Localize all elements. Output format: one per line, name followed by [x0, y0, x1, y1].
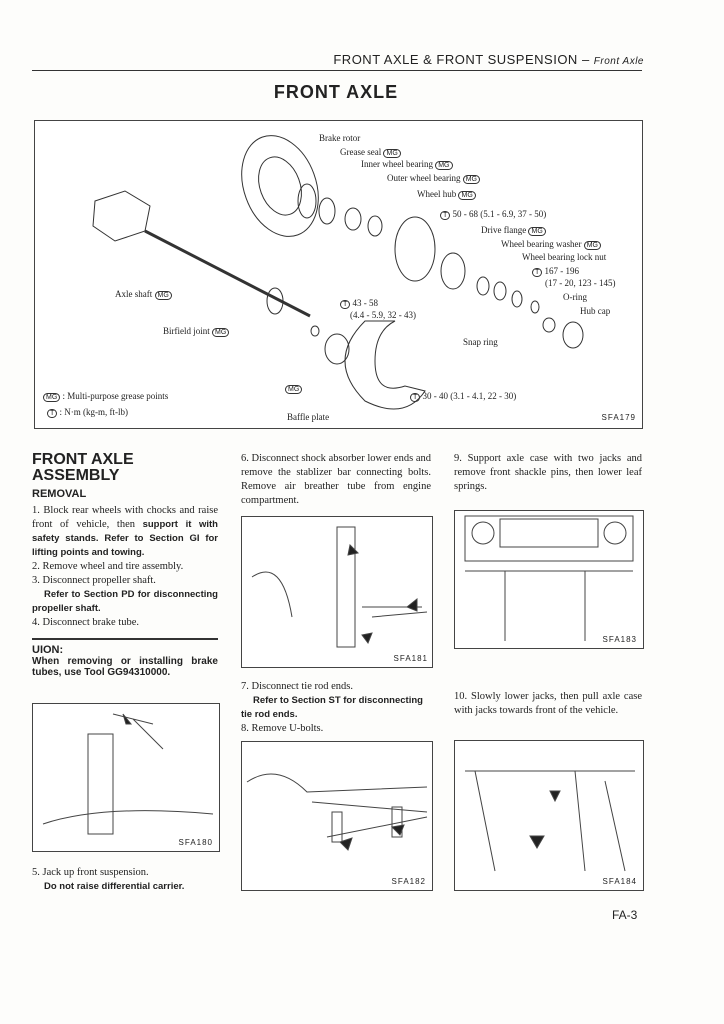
section-heading: FRONT AXLE ASSEMBLY [32, 451, 134, 484]
torque-icon: T [440, 211, 451, 220]
mg-icon: MG [383, 149, 401, 158]
mg-icon: MG [435, 161, 453, 170]
label-wheel-hub: Wheel hub MG [417, 189, 476, 200]
step-5-note: Do not raise differential carrier. [44, 881, 185, 892]
figure-sfa183: SFA183 [454, 510, 644, 649]
step-7-note: Refer to Section ST for disconnecting ti… [241, 695, 423, 720]
label-torque-baffle: T 30 - 40 (3.1 - 4.1, 22 - 30) [410, 391, 516, 402]
label-grease-seal: Grease seal MG [340, 147, 401, 158]
step-1: 1. Block rear wheels with chocks and rai… [32, 505, 218, 558]
figure-code: SFA179 [601, 413, 636, 422]
subsection-heading: REMOVAL [32, 488, 87, 500]
label-torque-flange: T 43 - 58 [340, 298, 378, 309]
caution-title: UION: [32, 644, 64, 656]
legend-mg: MG : Multi-purpose grease points [43, 391, 168, 402]
figure-code: SFA184 [602, 877, 637, 886]
label-birfield-joint: Birfield joint MG [163, 326, 230, 337]
step-3-note: Refer to Section PD for disconnecting pr… [32, 589, 218, 614]
page-number: FA-3 [612, 908, 638, 922]
figure-drawing [465, 770, 635, 872]
mg-icon: MG [462, 175, 480, 184]
torque-icon: T [47, 409, 58, 418]
label-torque-lock-nut-units: (17 - 20, 123 - 145) [545, 278, 616, 288]
figure-drawing [464, 515, 634, 641]
step-10: 10. Slowly lower jacks, then pull axle c… [454, 691, 642, 716]
mg-icon: MG [212, 328, 230, 337]
header-subsection: Front Axle [593, 56, 644, 67]
step-5: 5. Jack up front suspension. Do not rais… [32, 866, 218, 894]
step-8: 8. Remove U-bolts. [241, 723, 324, 734]
torque-icon: T [532, 268, 543, 277]
figure-code: SFA180 [178, 838, 213, 847]
figure-drawing [251, 526, 428, 648]
caution-box: UION: When removing or installing brake … [32, 638, 218, 678]
caution-text: When removing or installing brake tubes,… [32, 656, 218, 678]
torque-icon: T [410, 393, 421, 402]
page-title: FRONT AXLE [273, 82, 399, 102]
step-2: 2. Remove wheel and tire assembly. [32, 561, 184, 572]
figure-drawing [246, 773, 428, 851]
mg-icon: MG [285, 385, 303, 394]
figure-sfa180: SFA180 [32, 703, 220, 852]
label-hub-cap: Hub cap [580, 306, 611, 316]
label-o-ring: O-ring [563, 292, 587, 302]
step-6: 6. Disconnect shock absorber lower ends … [241, 453, 431, 506]
step-3: 3. Disconnect propeller shaft. [32, 575, 156, 586]
running-header: FRONT AXLE & FRONT SUSPENSION – Front Ax… [333, 52, 644, 67]
label-lock-nut: Wheel bearing lock nut [522, 252, 607, 262]
mg-icon: MG [528, 227, 546, 236]
mg-icon: MG [583, 241, 601, 250]
label-drive-flange: Drive flange MG [481, 225, 546, 236]
figure-code: SFA182 [391, 877, 426, 886]
label-mg-knuckle: MG [285, 383, 303, 394]
label-torque-flange-units: (4.4 - 5.9, 32 - 43) [350, 310, 416, 320]
header-rule [32, 70, 642, 71]
step-7: 7. Disconnect tie rod ends. [241, 681, 353, 692]
label-brake-rotor: Brake rotor [319, 133, 361, 143]
step-5-text: 5. Jack up front suspension. [32, 867, 149, 878]
mg-icon: MG [458, 191, 476, 200]
figure-code: SFA181 [393, 654, 428, 663]
diagram-drawing [92, 135, 584, 410]
column-1: FRONT AXLE ASSEMBLY REMOVAL 1. Block rea… [32, 452, 218, 678]
label-wheel-bearing-washer: Wheel bearing washer MG [501, 239, 601, 250]
mg-icon: MG [43, 393, 61, 402]
legend-torque: T : N·m (kg-m, ft-lb) [47, 407, 128, 418]
label-inner-wheel-bearing: Inner wheel bearing MG [361, 159, 453, 170]
label-axle-shaft: Axle shaft MG [115, 289, 172, 300]
figure-sfa181: SFA181 [241, 516, 433, 668]
mg-icon: MG [154, 291, 172, 300]
label-snap-ring: Snap ring [463, 337, 498, 347]
step-9: 9. Support axle case with two jacks and … [454, 453, 642, 492]
header-section: FRONT AXLE & FRONT SUSPENSION [333, 52, 578, 67]
label-baffle-plate: Baffle plate [287, 412, 330, 422]
label-torque-lock-nut: T 167 - 196 [532, 266, 579, 277]
figure-sfa182: SFA182 [241, 741, 433, 891]
figure-drawing [42, 713, 214, 835]
label-outer-wheel-bearing: Outer wheel bearing MG [387, 173, 480, 184]
exploded-diagram: Brake rotor Grease seal MG Inner wheel b… [34, 120, 643, 429]
steps-7-8: 7. Disconnect tie rod ends. Refer to Sec… [241, 680, 431, 736]
torque-icon: T [340, 300, 351, 309]
figure-code: SFA183 [602, 635, 637, 644]
step-4: 4. Disconnect brake tube. [32, 617, 140, 628]
label-torque-hub-bolt: T 50 - 68 (5.1 - 6.9, 37 - 50) [440, 209, 546, 220]
figure-sfa184: SFA184 [454, 740, 644, 891]
